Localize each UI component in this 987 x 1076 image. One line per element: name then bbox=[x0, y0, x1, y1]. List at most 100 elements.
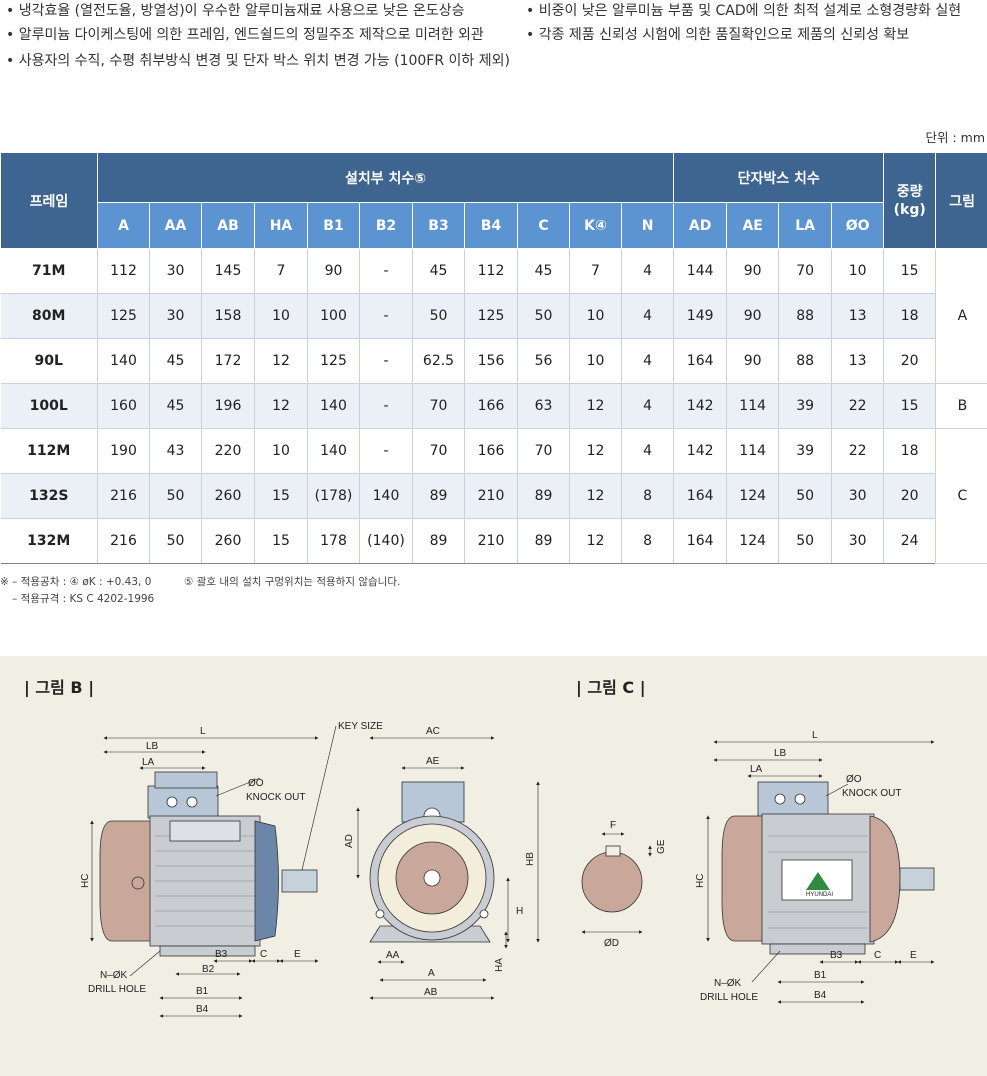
value-cell: 166 bbox=[464, 383, 518, 429]
install-group-header: 설치부 치수⑤ bbox=[96, 152, 675, 203]
value-cell: 124 bbox=[726, 518, 780, 564]
figure-c-side-labels: L LB LA ØO KNOCK OUT HC HYUNDAI B3 C E B… bbox=[695, 730, 917, 1003]
value-cell: 56 bbox=[517, 338, 570, 384]
value-cell: 63 bbox=[517, 383, 570, 429]
value-cell: 43 bbox=[149, 428, 202, 474]
figure-b-front-view bbox=[369, 781, 495, 943]
c-dim-e: E bbox=[910, 950, 917, 961]
value-cell: 220 bbox=[201, 428, 255, 474]
note-parenthesis: ⑤ 괄호 내의 설치 구멍위치는 적용하지 않습니다. bbox=[184, 576, 401, 588]
frame-cell: 112M bbox=[0, 428, 98, 474]
frame-cell: 90L bbox=[0, 338, 98, 384]
column-header: LA bbox=[778, 202, 833, 249]
value-cell: 216 bbox=[97, 473, 150, 519]
value-cell: 20 bbox=[883, 338, 936, 384]
unit-label: 단위 : mm bbox=[925, 130, 985, 145]
dim-ha: HA bbox=[494, 958, 505, 972]
column-header: HA bbox=[254, 202, 308, 249]
value-cell: 89 bbox=[517, 473, 570, 519]
figure-b-side-labels: L LB LA ØO KNOCK OUT KEY SIZE HC B3 C E … bbox=[80, 721, 383, 1015]
value-cell: 125 bbox=[464, 293, 518, 339]
value-cell: 15 bbox=[883, 383, 937, 429]
dimension-drawings: L LB LA ØO KNOCK OUT KEY SIZE HC B3 C E … bbox=[80, 721, 935, 1018]
value-cell: 39 bbox=[778, 383, 833, 429]
value-cell: 114 bbox=[726, 383, 780, 429]
value-cell: 142 bbox=[673, 383, 728, 429]
value-cell: 10 bbox=[831, 248, 885, 294]
c-dim-l: L bbox=[812, 730, 818, 741]
weight-header: 중량 (kg) bbox=[883, 152, 937, 249]
figure-b-side-dims bbox=[90, 725, 337, 1018]
value-cell: 30 bbox=[831, 518, 885, 564]
dim-d: ØD bbox=[604, 938, 619, 949]
value-cell: 4 bbox=[621, 248, 675, 294]
value-cell: 88 bbox=[778, 338, 833, 384]
dim-hb: HB bbox=[525, 852, 536, 866]
value-cell: 89 bbox=[412, 473, 465, 519]
c-dim-b4: B4 bbox=[814, 990, 827, 1001]
column-header: K④ bbox=[569, 202, 622, 249]
value-cell: 145 bbox=[201, 248, 255, 294]
value-cell: 90 bbox=[726, 293, 780, 339]
value-cell: 124 bbox=[726, 473, 780, 519]
value-cell: 114 bbox=[726, 428, 780, 474]
dim-b3: B3 bbox=[215, 949, 228, 960]
value-cell: 140 bbox=[307, 428, 360, 474]
column-header: AD bbox=[673, 202, 728, 249]
dim-ad: AD bbox=[344, 834, 355, 848]
value-cell: 140 bbox=[359, 473, 413, 519]
figure-b-front-dims bbox=[356, 736, 540, 1000]
bullet-4: • 각종 제품 신뢰성 시험에 의한 품질확인으로 제품의 신뢰성 확보 bbox=[526, 27, 910, 43]
value-cell: 10 bbox=[569, 293, 622, 339]
value-cell: 50 bbox=[149, 473, 202, 519]
value-cell: 125 bbox=[307, 338, 360, 384]
value-cell: 12 bbox=[569, 473, 622, 519]
value-cell: 4 bbox=[621, 383, 675, 429]
c-dim-lb: LB bbox=[774, 748, 787, 759]
column-header: AB bbox=[201, 202, 255, 249]
value-cell: 62.5 bbox=[412, 338, 465, 384]
dim-e: E bbox=[294, 949, 301, 960]
value-cell: 45 bbox=[412, 248, 465, 294]
value-cell: 125 bbox=[97, 293, 150, 339]
brand-label: HYUNDAI bbox=[806, 892, 833, 898]
dim-a: A bbox=[428, 968, 435, 979]
value-cell: 164 bbox=[673, 338, 728, 384]
value-cell: 12 bbox=[569, 428, 622, 474]
value-cell: 210 bbox=[464, 518, 518, 564]
frame-cell: 132M bbox=[0, 518, 98, 564]
value-cell: - bbox=[359, 338, 413, 384]
frame-header: 프레임 bbox=[0, 152, 98, 249]
dim-h: H bbox=[516, 906, 523, 917]
value-cell: 90 bbox=[726, 248, 780, 294]
value-cell: 13 bbox=[831, 293, 885, 339]
value-cell: 100 bbox=[307, 293, 360, 339]
value-cell: 70 bbox=[412, 428, 465, 474]
bullet-3: • 알루미늄 다이케스팅에 의한 프레임, 엔드쉴드의 정밀주조 제작으로 미려… bbox=[6, 27, 484, 43]
c-dim-b3: B3 bbox=[830, 950, 843, 961]
value-cell: - bbox=[359, 428, 413, 474]
dim-lb: LB bbox=[146, 741, 159, 752]
label-o: ØO bbox=[248, 778, 264, 789]
value-cell: 15 bbox=[883, 248, 937, 294]
bullet-2: • 비중이 낮은 알루미늄 부품 및 CAD에 의한 최적 설계로 소형경량화 … bbox=[526, 3, 962, 19]
value-cell: 18 bbox=[883, 428, 937, 474]
value-cell: 22 bbox=[831, 383, 885, 429]
dim-b1: B1 bbox=[196, 986, 209, 997]
value-cell: (178) bbox=[307, 473, 360, 519]
value-cell: 156 bbox=[464, 338, 518, 384]
column-header: N bbox=[620, 202, 675, 249]
c-label-drill-hole: DRILL HOLE bbox=[700, 992, 758, 1003]
value-cell: 12 bbox=[569, 518, 622, 564]
value-cell: - bbox=[359, 293, 413, 339]
value-cell: 8 bbox=[621, 518, 675, 564]
value-cell: 10 bbox=[254, 293, 308, 339]
figure-b-title: | 그림 B | bbox=[24, 678, 95, 697]
dim-aa: AA bbox=[386, 950, 400, 961]
value-cell: 216 bbox=[97, 518, 150, 564]
value-cell: 50 bbox=[778, 518, 833, 564]
note-tolerance: ※ – 적용공차 : ④ øK : +0.43, 0 bbox=[0, 576, 152, 588]
column-header: C bbox=[517, 202, 570, 249]
